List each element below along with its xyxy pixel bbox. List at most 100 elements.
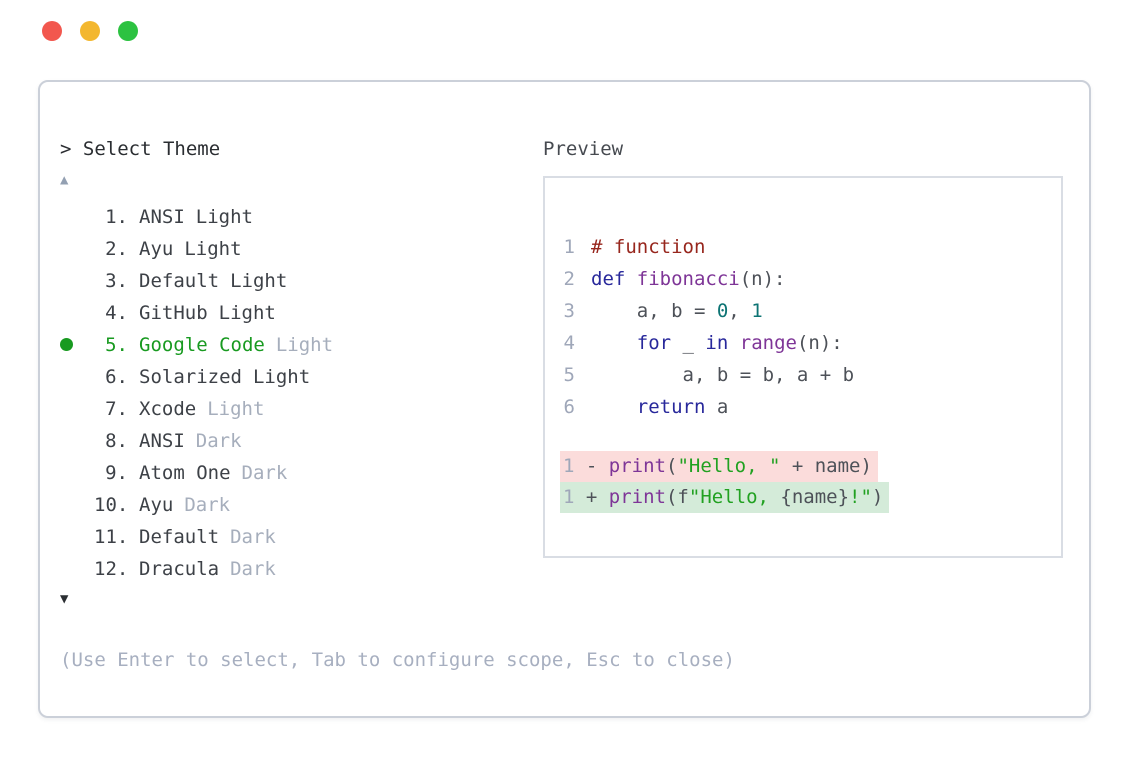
- code-token: (f: [665, 486, 689, 508]
- selection-marker: [60, 521, 94, 553]
- line-number: 1: [563, 236, 575, 258]
- theme-name: GitHub: [139, 302, 208, 324]
- code-token: "Hello, ": [677, 455, 781, 477]
- theme-variant: Dark: [241, 462, 288, 484]
- code-token: (: [665, 455, 678, 477]
- selection-marker: [60, 329, 94, 361]
- hint-text: (Use Enter to select, Tab to configure s…: [60, 649, 735, 671]
- code-line: 5 a, b = b, a + b: [563, 359, 1061, 391]
- item-number: 4.: [105, 302, 128, 324]
- diff-highlight: 1 + print(f"Hello, {name}!"): [560, 482, 890, 513]
- item-number: 1.: [105, 206, 128, 228]
- code-token: + name): [780, 455, 872, 477]
- item-number: 5.: [105, 334, 128, 356]
- theme-option-7[interactable]: 7. Xcode Light: [60, 393, 333, 425]
- line-number: 3: [563, 300, 575, 322]
- theme-option-2[interactable]: 2. Ayu Light: [60, 233, 333, 265]
- code-token: print: [608, 455, 666, 477]
- code-token: 1: [751, 300, 763, 322]
- item-number: 11.: [94, 526, 129, 548]
- line-number: 5: [563, 364, 575, 386]
- code-line: 1 # function: [563, 231, 1061, 263]
- code-token: return: [636, 396, 706, 418]
- code-token: a, b = b, a + b: [591, 364, 855, 386]
- item-number: 9.: [105, 462, 128, 484]
- theme-name: Default: [139, 270, 220, 292]
- code-token: [728, 332, 739, 354]
- diff-removed-line: 1 - print("Hello, " + name): [560, 451, 1061, 482]
- theme-variant: Light: [275, 334, 334, 356]
- theme-name: Xcode: [139, 398, 197, 420]
- code-token: a, b =: [591, 300, 717, 322]
- scroll-up-icon[interactable]: ▲: [60, 172, 69, 188]
- close-button[interactable]: [42, 21, 62, 41]
- code-token: print: [608, 486, 666, 508]
- item-number: 6.: [105, 366, 128, 388]
- selection-marker: [60, 553, 94, 585]
- code-text: return a: [591, 391, 729, 423]
- theme-variant: Light: [184, 238, 242, 260]
- theme-variant: Dark: [230, 558, 276, 580]
- theme-variant: Dark: [184, 494, 231, 516]
- code-token: a: [705, 396, 729, 418]
- code-line: 3 a, b = 0, 1: [563, 295, 1061, 327]
- code-token: {name}: [780, 486, 850, 508]
- diff-highlight: 1 - print("Hello, " + name): [560, 451, 878, 482]
- code-token: [625, 268, 636, 290]
- theme-variant: Light: [252, 366, 311, 388]
- minimize-button[interactable]: [80, 21, 100, 41]
- code-token: def: [591, 268, 626, 290]
- theme-name: Ayu: [139, 238, 174, 260]
- theme-variant: Light: [207, 398, 265, 420]
- line-number: 6: [563, 396, 575, 418]
- diff-sign: -: [574, 455, 609, 477]
- theme-option-5[interactable]: 5. Google Code Light: [60, 329, 333, 361]
- zoom-button[interactable]: [118, 21, 138, 41]
- line-number: 1: [563, 486, 575, 508]
- code-token: [591, 396, 637, 418]
- theme-name: Ayu: [139, 494, 174, 516]
- theme-name: Atom One: [139, 462, 231, 484]
- diff-added-line: 1 + print(f"Hello, {name}!"): [560, 482, 1061, 513]
- code-line: 4 for _ in range(n):: [563, 327, 1061, 359]
- preview-label: Preview: [543, 138, 624, 160]
- theme-option-9[interactable]: 9. Atom One Dark: [60, 457, 333, 489]
- item-number: 7.: [105, 398, 128, 420]
- selection-marker: [60, 393, 94, 425]
- theme-variant: Dark: [230, 526, 276, 548]
- selection-marker: [60, 457, 94, 489]
- code-token: fibonacci: [636, 268, 740, 290]
- code-line: 6 return a: [563, 391, 1061, 423]
- theme-variant: Light: [230, 270, 288, 292]
- theme-variant: Dark: [195, 430, 242, 452]
- prompt-marker-icon: >: [60, 138, 72, 160]
- code-token: for: [636, 332, 672, 354]
- line-number: 4: [563, 332, 575, 354]
- code-token: range: [739, 332, 797, 354]
- selection-marker: [60, 201, 94, 233]
- item-number: 2.: [105, 238, 128, 260]
- item-number: 8.: [105, 430, 128, 452]
- scroll-down-icon[interactable]: ▼: [60, 591, 69, 607]
- code-token: # function: [591, 236, 706, 258]
- code-token: 0: [716, 300, 729, 322]
- line-number: 2: [563, 268, 575, 290]
- prompt-line: > Select Theme: [60, 133, 333, 165]
- theme-name: Google Code: [139, 334, 265, 356]
- selection-marker: [60, 297, 94, 329]
- selection-marker: [60, 489, 94, 521]
